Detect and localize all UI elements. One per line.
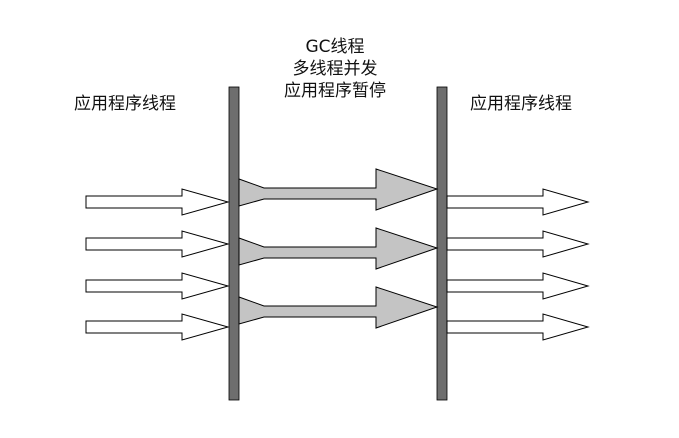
app-thread-arrow-in-4 (85, 313, 230, 341)
gc-thread-arrow-3 (238, 286, 439, 329)
gc-caption-line-1: GC线程 (305, 37, 365, 57)
app-thread-arrow-out-2 (446, 230, 590, 258)
safepoint-bar-right (436, 86, 448, 401)
app-thread-arrow-in-1 (85, 188, 230, 216)
app-thread-label-left: 应用程序线程 (74, 94, 176, 114)
app-thread-arrow-out-3 (446, 272, 590, 300)
app-thread-arrow-in-2 (85, 230, 230, 258)
gc-thread-arrow-1 (238, 168, 439, 211)
app-thread-arrow-in-3 (85, 272, 230, 300)
safepoint-bar-left (228, 86, 240, 401)
gc-caption-line-3: 应用程序暂停 (284, 81, 386, 101)
app-thread-arrow-out-1 (446, 188, 590, 216)
gc-caption-line-2: 多线程并发 (292, 59, 378, 79)
gc-phase-caption: GC线程 多线程并发 应用程序暂停 (250, 36, 420, 102)
app-thread-arrow-out-4 (446, 313, 590, 341)
gc-thread-arrow-2 (238, 227, 439, 270)
app-thread-label-right: 应用程序线程 (470, 94, 572, 114)
